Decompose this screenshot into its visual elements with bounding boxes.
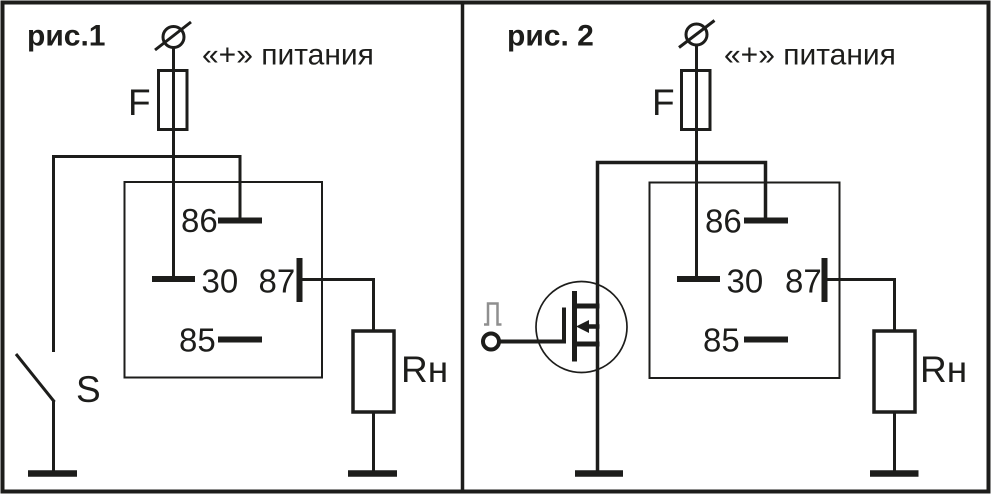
switch-blade [14,353,56,403]
load-resistor [872,329,917,414]
fig2-labels: рис. 2 «+» питания F 86 30 87 85 Rн [507,20,967,391]
fuse-body [157,69,189,131]
pin-87-label: 87 [785,263,822,300]
pin-85-label: 85 [179,322,216,359]
fuse-label: F [128,82,151,123]
fig2-circuit [481,19,919,477]
pulse-icon [484,302,502,326]
rail-wire [595,160,768,472]
pin-86-label: 86 [705,203,742,240]
supply-label: «+» питания [202,39,374,72]
mosfet-gate [500,307,566,344]
figure-title: рис.1 [27,20,105,53]
fuse-body [680,69,712,131]
pin87-load-wire [827,278,896,331]
pin-85-label: 85 [703,322,740,359]
gate-terminal-icon [481,331,501,352]
load-resistor [351,329,396,414]
pin87-load-wire [302,278,375,331]
fuse-label: F [652,82,675,123]
supply-terminal-slash [678,19,716,49]
load-label: Rн [920,349,967,390]
supply-label: «+» питания [724,39,896,72]
fig1-labels: рис.1 «+» питания F 86 30 87 85 S Rн [27,20,448,411]
mosfet-circle [535,280,628,374]
pin-30-label: 30 [727,263,764,300]
mosfet-arrow-icon [576,320,589,333]
fig1-circuit [14,20,397,477]
load-label: Rн [401,349,448,390]
pin-86-label: 86 [181,202,218,239]
pin-87-label: 87 [259,263,296,300]
rail-wire [52,155,242,352]
switch-label: S [76,369,101,410]
figure-title: рис. 2 [507,20,594,53]
supply-terminal-slash [154,20,192,52]
pin-30-label: 30 [202,263,239,300]
